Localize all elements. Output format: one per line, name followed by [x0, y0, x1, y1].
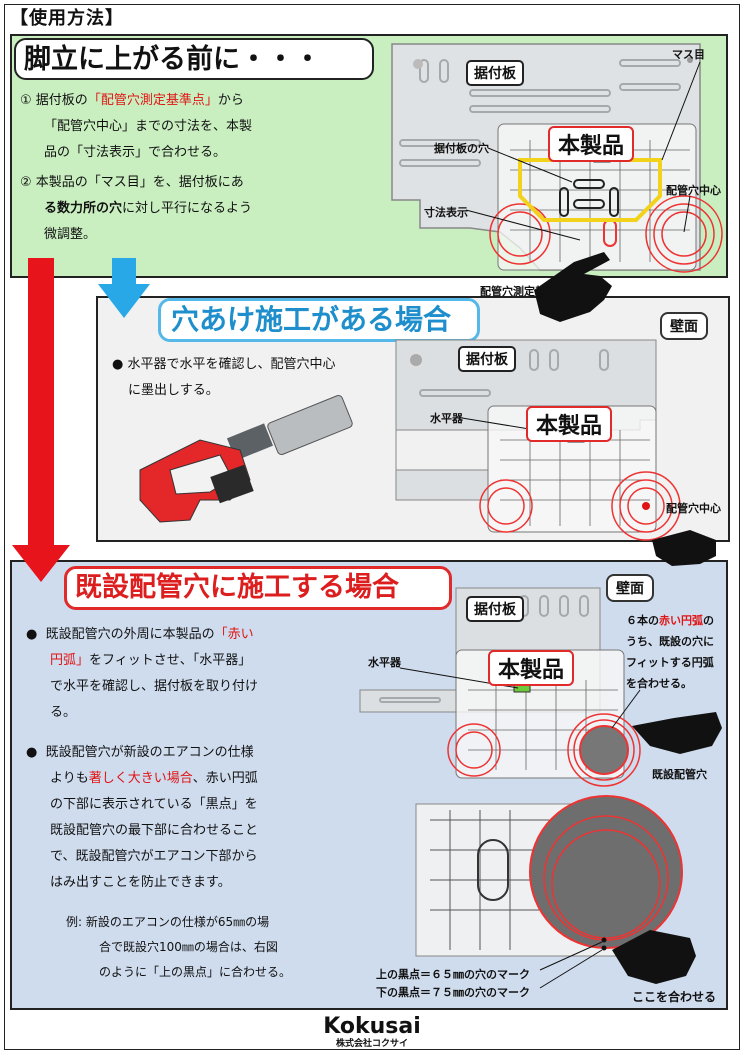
section1-title: 脚立に上がる前に・・・: [14, 38, 374, 80]
core-drill-icon: [139, 394, 353, 523]
section2-bullet: ●: [112, 357, 124, 372]
b1-text: をフィットさせ、「水平器」: [89, 653, 252, 668]
label-dimension: 寸法表示: [424, 206, 468, 219]
step1-line3: 品の「寸法表示」で合わせる。: [44, 145, 227, 160]
section2-text: ● 水平器で水平を確認し、配管穴中心 に墨出しする。: [112, 352, 382, 404]
label-align-here: ここを合わせる: [632, 990, 717, 1004]
red-arrow-icon: [12, 258, 70, 582]
page-header: 【使用方法】: [10, 8, 124, 29]
label-level-2: 水平器: [430, 412, 463, 425]
wall-label-2: 壁面: [660, 312, 708, 340]
b2-line6: はみ出すことを防止できます。: [50, 875, 231, 890]
step2-bold-text: る数力所の穴: [44, 201, 123, 216]
section3-bullet2: ● 既設配管穴が新設のエアコンの仕様 よりも著しく大きい場合、赤い円弧 の下部に…: [26, 740, 326, 896]
step1-text: から: [217, 93, 244, 108]
step2-text: 本製品の「マス目」を、据付板にあ: [35, 175, 244, 190]
product-tag-2: 本製品: [526, 406, 613, 442]
arc-note-text: の: [703, 614, 714, 627]
b1-red-text: 円弧」: [50, 653, 90, 668]
step1-text: 据付板の: [35, 93, 88, 108]
b2-line5: で、既設配管穴がエアコン下部から: [50, 849, 258, 864]
section2-title: 穴あけ施工がある場合: [158, 298, 480, 342]
product-tag-3: 本製品: [488, 650, 575, 686]
plate-tag-2: 据付板: [458, 346, 516, 372]
step1-line2: 「配管穴中心」までの寸法を、本製: [44, 119, 253, 134]
wall-label-3: 壁面: [606, 574, 654, 602]
label-lower-dot: 下の黒点＝７５㎜の穴のマーク: [376, 986, 530, 999]
pointing-hand-icon: [612, 930, 696, 984]
step2-line3: 微調整。: [44, 227, 97, 242]
step2-num: ②: [20, 175, 32, 190]
section3-example: 例: 新設のエアコンの仕様が65㎜の場 合で既設穴100㎜の場合は、右図 のよう…: [66, 910, 336, 985]
b2-text: 既設配管穴が新設のエアコンの仕様: [45, 745, 254, 760]
b1-red-text: 「赤い: [214, 627, 254, 642]
section1-step2: ② 本製品の「マス目」を、据付板にあ る数力所の穴に対し平行になるよう 微調整。: [20, 170, 390, 248]
plate-tag-1: 据付板: [466, 60, 524, 86]
company-name: 株式会社コクサイ: [335, 1039, 408, 1049]
arc-note-text: ６本の: [626, 614, 659, 627]
b2-line3: の下部に表示されている「黒点」を: [50, 797, 258, 812]
label-grid: マス目: [672, 48, 705, 61]
section2-line1: 水平器で水平を確認し、配管穴中心: [127, 357, 336, 372]
label-upper-dot: 上の黒点＝６５㎜の穴のマーク: [376, 968, 530, 981]
step2-text: に対し平行になるよう: [122, 201, 253, 216]
zoom-detail: [415, 795, 683, 957]
label-level-3: 水平器: [368, 656, 401, 669]
pointing-hand-icon: [534, 252, 612, 322]
section3-title: 既設配管穴に施工する場合: [64, 566, 452, 610]
blue-arrow-icon: [98, 258, 150, 318]
b1-line3: で水平を確認し、据付板を取り付け: [50, 679, 259, 694]
section3-bullet: ●: [26, 627, 38, 642]
section3-bullet: ●: [26, 745, 38, 760]
arc-note: ６本の赤い円弧の うち、既設の穴に フィットする円弧 を合わせる。: [626, 610, 714, 694]
example-line3: のように「上の黒点」に合わせる。: [99, 965, 292, 979]
step1-num: ①: [20, 93, 32, 108]
section2-line2: に墨出しする。: [128, 383, 219, 398]
arc-note-line2: うち、既設の穴に: [626, 635, 714, 648]
section1-step1: ① 据付板の「配管穴測定基準点」から 「配管穴中心」までの寸法を、本製 品の「寸…: [20, 88, 390, 166]
label-existing-hole: 既設配管穴: [652, 768, 707, 781]
arc-note-red-text: 赤い円弧: [659, 614, 703, 627]
b2-red-text: 著しく大きい場合: [88, 771, 193, 786]
label-pipe-center-2: 配管穴中心: [666, 502, 721, 515]
product-gauge-1: [489, 123, 723, 273]
step1-red-text: 「配管穴測定基準点」: [87, 93, 218, 108]
example-line2: 合で既設穴100㎜の場合は、右図: [99, 940, 278, 954]
section3-bullet1: ● 既設配管穴の外周に本製品の「赤い 円弧」をフィットさせ、「水平器」 で水平を…: [26, 622, 326, 726]
label-reference-point: 配管穴測定基準点: [480, 285, 568, 298]
brand-name: Kokusai: [323, 1014, 421, 1039]
arc-note-line4: を合わせる。: [626, 677, 692, 690]
b2-line4: 既設配管穴の最下部に合わせること: [50, 823, 259, 838]
b1-text: 既設配管穴の外周に本製品の: [45, 627, 215, 642]
plate-tag-3: 据付板: [466, 596, 524, 622]
pointing-hand-icon: [652, 530, 716, 566]
b1-line4: る。: [50, 705, 77, 720]
page-frame: [4, 4, 740, 1050]
product-tag-1: 本製品: [548, 126, 635, 162]
b2-text: よりも: [50, 771, 89, 786]
b2-text: 、赤い円弧: [192, 771, 258, 786]
label-plate-hole: 据付板の穴: [434, 142, 489, 155]
example-line1: 例: 新設のエアコンの仕様が65㎜の場: [66, 915, 270, 929]
arc-note-line3: フィットする円弧: [626, 656, 714, 669]
company-logo: Kokusai 株式会社コクサイ: [322, 1014, 422, 1049]
label-pipe-center-1: 配管穴中心: [666, 184, 721, 197]
pointing-hand-icon: [632, 712, 722, 754]
